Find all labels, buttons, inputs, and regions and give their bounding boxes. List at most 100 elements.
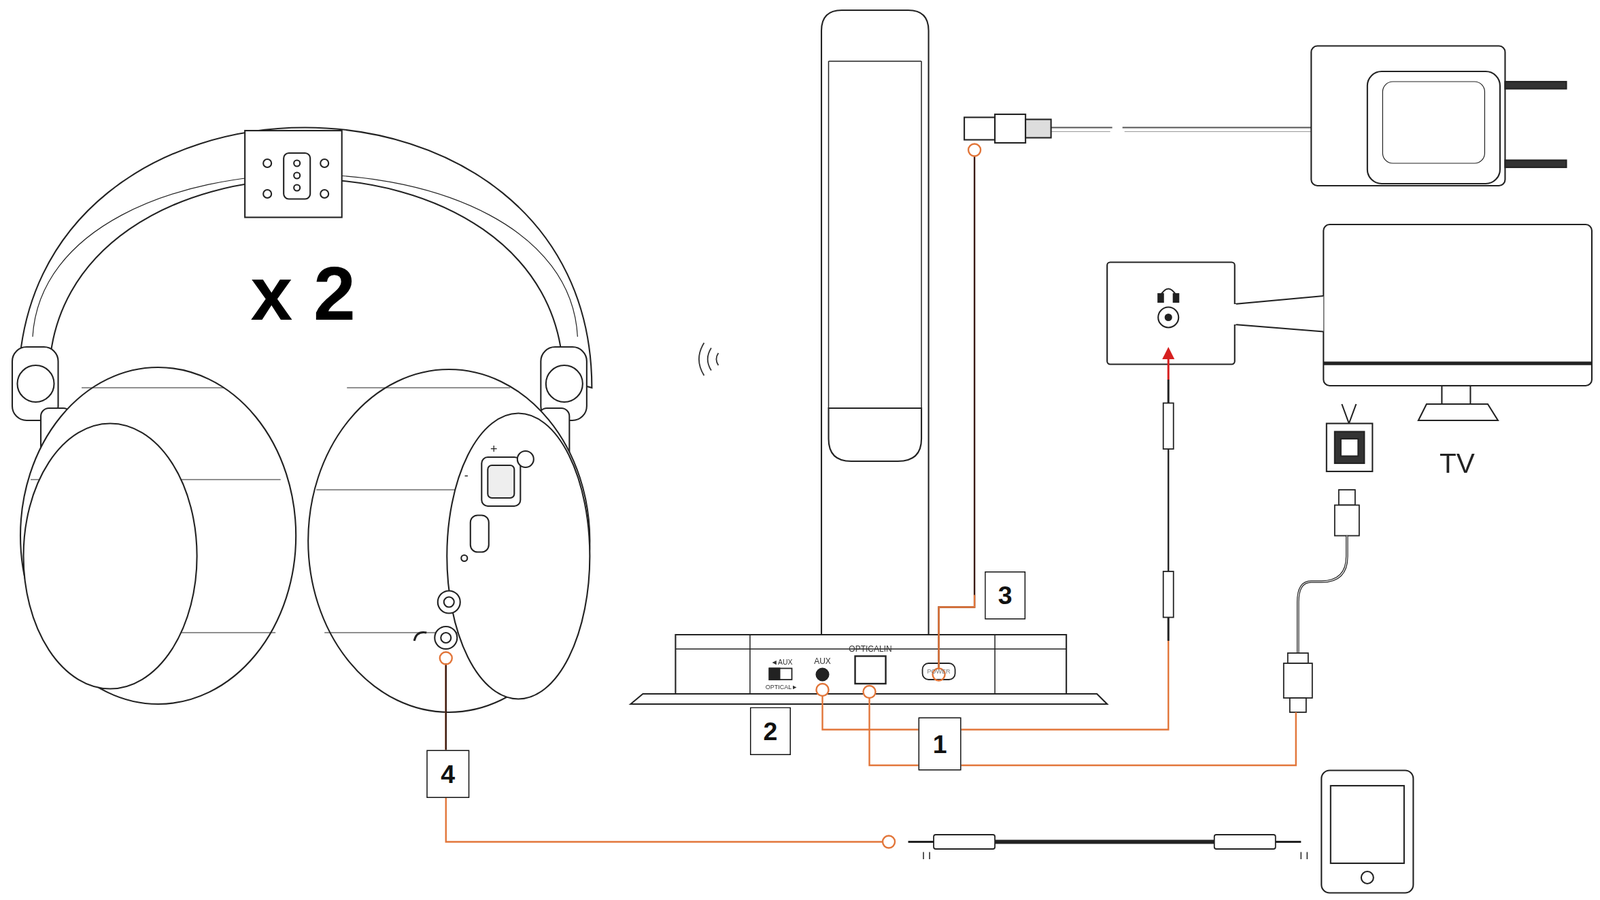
callout-number: 1 xyxy=(932,728,948,759)
tv-set xyxy=(1158,307,1179,328)
leader-line xyxy=(863,685,876,698)
control-symbol: + xyxy=(490,441,498,457)
leader-line xyxy=(882,835,895,848)
wireless-symbol xyxy=(707,348,712,371)
phone-cable xyxy=(908,834,1308,859)
optical-cable xyxy=(1283,662,1313,698)
headphones xyxy=(446,413,590,700)
power-adapter xyxy=(964,46,1567,187)
transmitter-stand xyxy=(816,668,829,681)
transmitter-stand xyxy=(828,407,923,462)
tv-set xyxy=(1158,293,1164,302)
headphones xyxy=(23,423,198,689)
callout-box: 2 xyxy=(750,707,791,756)
wireless-symbol xyxy=(716,352,719,366)
leader-line xyxy=(446,662,884,842)
power-adapter xyxy=(1051,131,1312,132)
aux-cable xyxy=(1163,571,1174,618)
headphones xyxy=(308,369,590,712)
power-adapter xyxy=(1504,81,1567,90)
headphones xyxy=(481,456,521,506)
headphones xyxy=(470,515,489,553)
transmitter-stand xyxy=(769,668,792,680)
tv-set xyxy=(1334,431,1365,464)
tv-set xyxy=(1323,361,1592,365)
red-arrow xyxy=(1162,346,1175,380)
device-name: TV xyxy=(1439,448,1475,481)
wireless-symbol xyxy=(699,342,705,376)
callout-box: 3 xyxy=(984,571,1026,620)
headphones xyxy=(18,127,592,389)
power-adapter xyxy=(1025,119,1052,139)
control-symbol: - xyxy=(464,468,469,483)
transmitter-stand xyxy=(828,61,923,408)
smartphone xyxy=(1321,770,1414,893)
power-adapter xyxy=(1382,81,1485,164)
transmitter-stand xyxy=(769,668,780,680)
port-label: AUX xyxy=(813,656,831,666)
phone-cable xyxy=(1214,834,1276,849)
headphones xyxy=(320,189,329,198)
tv-set xyxy=(1234,295,1324,332)
optical-cable xyxy=(1298,535,1348,654)
callout-box: 1 xyxy=(918,717,962,771)
switch-label: OPTICAL► xyxy=(765,683,798,690)
headphones xyxy=(517,450,534,468)
headphones xyxy=(487,465,515,498)
phone-cable xyxy=(1275,840,1302,843)
leader-line xyxy=(968,144,981,157)
tv-set xyxy=(1233,303,1237,325)
wireless-symbol xyxy=(699,342,719,376)
transmitter-stand xyxy=(675,634,1067,694)
phone-cable xyxy=(933,834,995,849)
red-arrow xyxy=(1162,346,1175,360)
headphones xyxy=(320,159,329,168)
tv-set xyxy=(1165,314,1172,321)
red-arrow xyxy=(1167,356,1170,380)
optical-cable xyxy=(1289,697,1307,712)
optical-cable xyxy=(1338,489,1356,506)
callout-number: 4 xyxy=(440,758,455,789)
headphones xyxy=(293,160,300,167)
headphones xyxy=(461,554,468,561)
tv-set xyxy=(1340,438,1359,457)
callout-number: 3 xyxy=(998,580,1013,611)
leader-line xyxy=(973,155,976,225)
leader-line xyxy=(939,594,976,670)
headphones xyxy=(293,172,300,179)
tv-set xyxy=(1441,385,1471,404)
port-label: POWER xyxy=(927,668,951,675)
callout-box: 4 xyxy=(426,750,470,799)
tv-set xyxy=(1323,224,1592,386)
aux-cable xyxy=(1163,403,1174,450)
headphones xyxy=(20,367,296,704)
tv-set xyxy=(1326,423,1373,472)
power-adapter xyxy=(1367,71,1501,184)
headphones xyxy=(414,632,427,642)
optical-cable xyxy=(1283,489,1360,712)
headphones xyxy=(263,189,272,198)
tv-set xyxy=(1418,403,1499,421)
power-adapter xyxy=(1311,46,1505,187)
headphones xyxy=(434,626,457,649)
leader-line xyxy=(939,224,976,670)
headphones xyxy=(293,184,300,192)
smartphone xyxy=(1330,785,1405,863)
leader-line xyxy=(816,683,829,696)
optical-cable xyxy=(1287,652,1309,663)
phone-cable xyxy=(994,839,1215,844)
tv-node: TV xyxy=(1314,219,1600,481)
smartphone xyxy=(1361,871,1374,884)
transmitter-stand xyxy=(821,10,929,704)
leader-line xyxy=(439,652,453,665)
optical-cable xyxy=(1298,535,1348,654)
headphones xyxy=(546,365,583,402)
transmitter-stand xyxy=(675,634,1067,694)
power-adapter xyxy=(1504,160,1567,168)
power-adapter xyxy=(994,114,1026,143)
port-label: OPTICALIN xyxy=(848,643,892,654)
